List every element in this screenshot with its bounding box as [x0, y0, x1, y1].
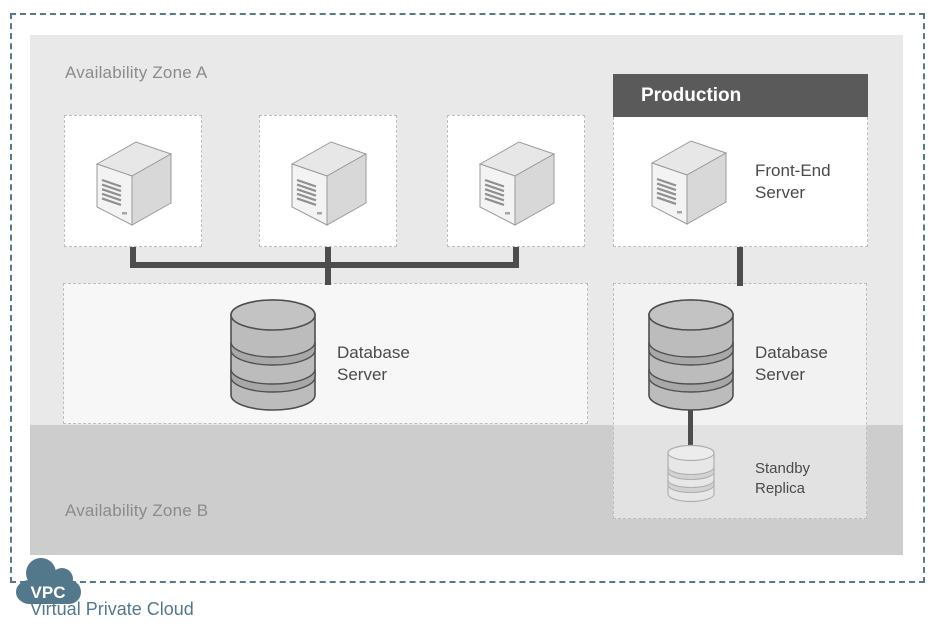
zone-a-database-label: Database Server [337, 342, 410, 386]
connector-server1 [130, 247, 136, 268]
standby-database-icon [667, 444, 715, 503]
database-icon [648, 299, 734, 411]
vpc-cloud-badge: VPC [15, 556, 83, 613]
production-database-node [648, 299, 734, 416]
standby-replica-label: Standby Replica [755, 459, 810, 499]
production-database-label-line2: Server [755, 365, 806, 384]
front-end-server-node [638, 132, 738, 233]
server-icon [95, 141, 173, 226]
server-icon [650, 140, 728, 225]
zone-a-database-label-line1: Database [337, 343, 410, 362]
server-node-1 [64, 115, 202, 247]
zone-a-database-node [230, 299, 316, 416]
vpc-title: Virtual Private Cloud [30, 599, 194, 619]
standby-replica-label-line1: Standby [755, 460, 811, 477]
connector-bus [130, 262, 519, 268]
server-icon [290, 141, 368, 226]
vpc-badge-text: VPC [31, 583, 66, 602]
front-end-server-label-line2: Server [755, 183, 806, 202]
standby-replica-node [667, 444, 715, 508]
zone-b-label: Availability Zone B [65, 501, 209, 520]
connector-database-to-standby [688, 402, 693, 448]
connector-frontend-to-database [737, 247, 743, 286]
production-database-label-line1: Database [755, 343, 828, 362]
availability-zone-b-region [30, 425, 903, 555]
standby-replica-label-line2: Replica [755, 480, 806, 497]
zone-a-database-label-line2: Server [337, 365, 388, 384]
database-icon [230, 299, 316, 411]
connector-server3 [513, 247, 519, 268]
production-database-label: Database Server [755, 342, 828, 386]
front-end-server-label-line1: Front-End [755, 161, 831, 180]
server-icon [478, 141, 556, 226]
vpc-boundary [10, 13, 925, 583]
server-node-2 [259, 115, 397, 247]
server-node-3 [447, 115, 585, 247]
front-end-server-label: Front-End Server [755, 160, 831, 204]
zone-a-database-box [63, 283, 588, 424]
zone-a-label: Availability Zone A [65, 63, 208, 82]
vpc-cloud-icon: VPC [16, 558, 81, 604]
production-header: Production [613, 74, 868, 117]
